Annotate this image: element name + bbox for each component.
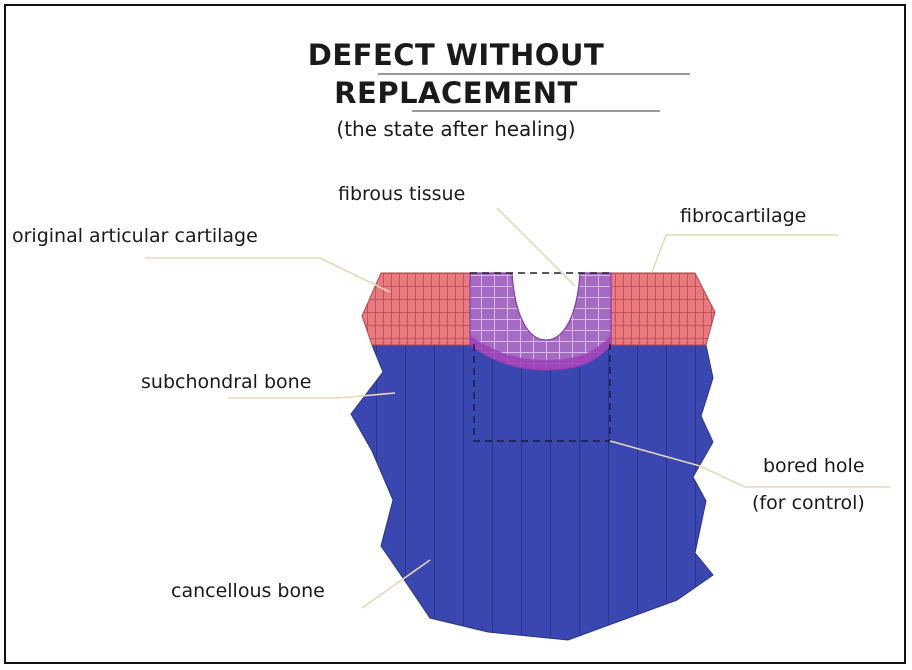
cartilage-right: [611, 273, 715, 345]
label-bored-hole: bored hole: [763, 455, 865, 477]
label-for-control: (for control): [752, 492, 865, 514]
label-fibrocartilage: fibrocartilage: [680, 205, 806, 227]
label-fibrous-tissue: fibrous tissue: [338, 183, 465, 205]
label-subchondral-bone: subchondral bone: [141, 371, 311, 393]
bone-block: [351, 345, 713, 640]
label-original-articular-cartilage: original articular cartilage: [12, 225, 258, 247]
label-cancellous-bone: cancellous bone: [171, 580, 325, 602]
cartilage-left: [362, 273, 470, 345]
